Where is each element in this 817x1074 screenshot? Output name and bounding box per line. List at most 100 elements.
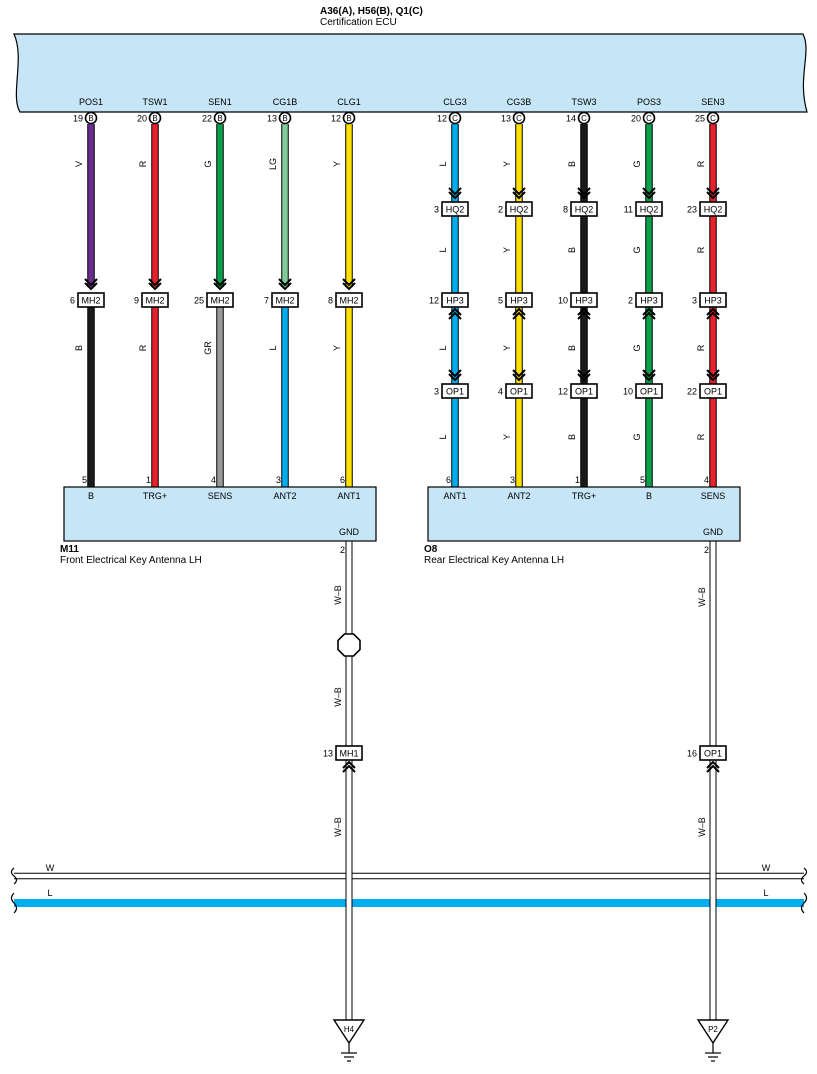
ground-wire-code: W–B	[333, 585, 343, 605]
hq2-connector-box	[505, 201, 533, 217]
mh2-connector-box	[335, 292, 363, 308]
ecu-pin-circle	[84, 111, 98, 125]
antenna-pin-number: 4	[704, 475, 709, 485]
ecu-signal-label: CG1B	[273, 97, 298, 107]
antenna-terminal-label: ANT1	[337, 491, 360, 501]
mh2-arrow	[342, 282, 356, 291]
front-antenna-name: Front Electrical Key Antenna LH	[60, 555, 202, 566]
op1-arrow	[577, 373, 591, 382]
ecu-connector-letter: B	[88, 114, 93, 123]
hq2-connector-label: HQ2	[446, 205, 465, 215]
antenna-pin-number: 5	[82, 475, 87, 485]
rear-antenna-box	[427, 486, 741, 542]
hq2-connector-box	[699, 201, 727, 217]
ground-point-label: P2	[708, 1025, 718, 1034]
ecu-pin-circle	[642, 111, 656, 125]
mh2-arrow	[148, 278, 162, 287]
wire-color-code: G	[203, 160, 213, 167]
hp3-arrow	[448, 307, 462, 316]
ecu-signal-label: CLG1	[337, 97, 361, 107]
hp3-pin-number: 3	[692, 296, 697, 306]
ecu-connector-letter: B	[346, 114, 351, 123]
op1-connector-box	[570, 383, 598, 399]
wire-color-code: V	[74, 161, 84, 167]
hp3-connector-label: HP3	[704, 296, 722, 306]
wire-color-code: B	[567, 345, 577, 351]
hp3-connector-label: HP3	[446, 296, 464, 306]
hp3-arrow	[706, 311, 720, 320]
ecu-pin-number: 12	[437, 114, 447, 124]
wire-color-code: G	[632, 433, 642, 440]
ecu-pin-circle	[448, 111, 462, 125]
antenna-terminal-label: B	[88, 491, 94, 501]
ground-wire-code: W–B	[697, 587, 707, 607]
op1-ground-arrow	[706, 764, 720, 773]
ecu-pin-number: 22	[202, 114, 212, 124]
ecu-name: Certification ECU	[320, 17, 397, 28]
ecu-signal-label: TSW1	[142, 97, 167, 107]
ground-triangle	[696, 1019, 730, 1045]
hp3-arrow	[642, 311, 656, 320]
ecu-pin-number: 12	[331, 114, 341, 124]
mh2-connector-label: MH2	[275, 296, 294, 306]
mh2-arrow	[148, 282, 162, 291]
op1-arrow	[706, 373, 720, 382]
antenna-terminal-label: ANT2	[507, 491, 530, 501]
wire-color-code: L	[438, 345, 448, 350]
hq2-arrow	[706, 191, 720, 200]
wire-color-code: Y	[502, 345, 512, 351]
ground-wire-code: W–B	[333, 687, 343, 707]
wire-color-code: Y	[502, 161, 512, 167]
ecu-connector-letter: B	[217, 114, 222, 123]
mh2-pin-number: 9	[134, 296, 139, 306]
hp3-arrow	[577, 307, 591, 316]
ecu-connector-letter: C	[581, 114, 587, 123]
ecu-connector-letter: B	[152, 114, 157, 123]
mh2-arrow	[278, 282, 292, 291]
rear-antenna-name: Rear Electrical Key Antenna LH	[424, 555, 565, 566]
hq2-arrow	[577, 187, 591, 196]
ecu-signal-label: CLG3	[443, 97, 467, 107]
circuit-wires	[87, 124, 717, 1020]
hq2-arrow	[577, 191, 591, 200]
wire-color-code: R	[696, 433, 706, 440]
mh2-connector-box	[206, 292, 234, 308]
mh2-arrow	[213, 278, 227, 287]
bus-break-mark	[10, 867, 18, 885]
op1-connector-box	[699, 383, 727, 399]
hp3-connector-box	[570, 292, 598, 308]
antenna-terminal-label: TRG+	[572, 491, 596, 501]
ecu-connector-letter: C	[646, 114, 652, 123]
hp3-arrow	[642, 307, 656, 316]
wire-color-code: L	[438, 161, 448, 166]
hp3-connector-box	[505, 292, 533, 308]
mh2-pin-number: 6	[70, 296, 75, 306]
hp3-connector-box	[441, 292, 469, 308]
op1-connector-box	[635, 383, 663, 399]
ground-triangle	[332, 1019, 366, 1045]
wire-color-code: R	[138, 344, 148, 351]
hq2-arrow	[448, 187, 462, 196]
mh2-connector-box	[77, 292, 105, 308]
mh1-connector-box	[335, 745, 363, 761]
hq2-pin-number: 3	[434, 205, 439, 215]
mh2-connector-label: MH2	[145, 296, 164, 306]
bus-break-mark	[800, 867, 808, 885]
hp3-connector-box	[699, 292, 727, 308]
ecu-pin-circle	[213, 111, 227, 125]
antenna-pin-number: 5	[640, 475, 645, 485]
wire-color-code: LG	[268, 158, 278, 170]
mh2-arrow	[84, 282, 98, 291]
hq2-connector-label: HQ2	[704, 205, 723, 215]
op1-arrow	[512, 369, 526, 378]
wire-color-code: R	[696, 246, 706, 253]
mh2-arrow	[342, 278, 356, 287]
wire-color-code: Y	[502, 247, 512, 253]
op1-connector-label: OP1	[446, 387, 464, 397]
mh1-arrow	[342, 764, 356, 773]
mh2-connector-box	[141, 292, 169, 308]
wire-color-code: Y	[332, 345, 342, 351]
antenna-terminal-label: SENS	[701, 491, 726, 501]
hq2-pin-number: 11	[624, 205, 633, 215]
